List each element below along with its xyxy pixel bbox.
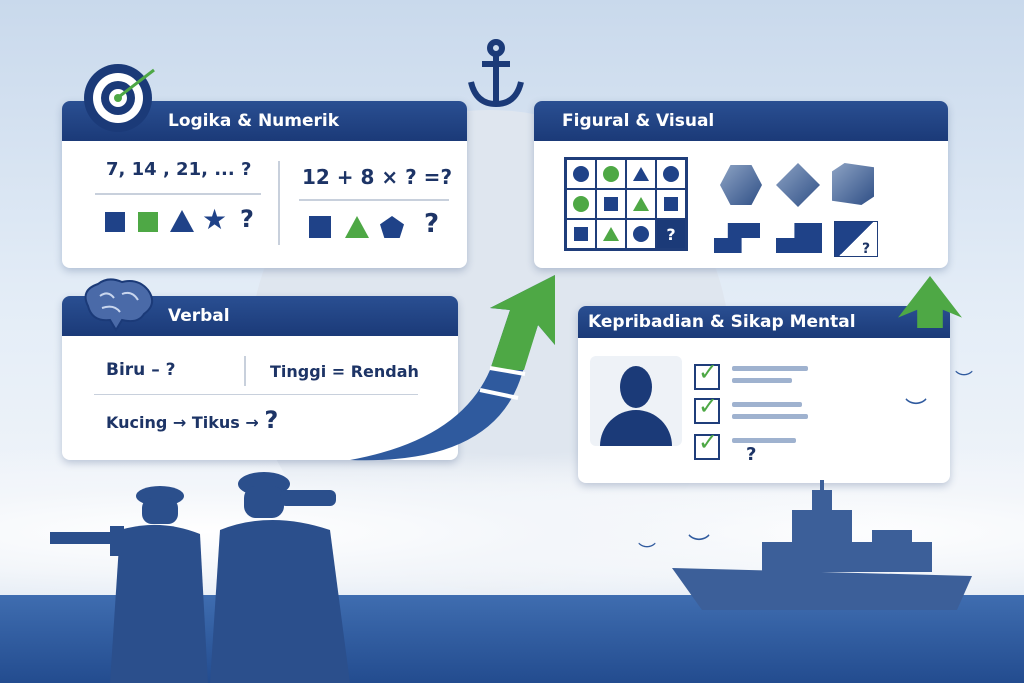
square-shape xyxy=(105,212,125,232)
bird-icon: ︶ xyxy=(688,534,711,559)
green-square-shape xyxy=(138,212,158,232)
progress-arrow xyxy=(350,275,555,461)
checkbox-checked: ✓ xyxy=(694,358,720,390)
card-figural-visual: Figural & Visual ? ? xyxy=(534,101,948,268)
grid-question-cell: ? xyxy=(656,219,686,249)
question-mark: ? xyxy=(424,209,440,239)
question-mark: ? xyxy=(746,444,757,465)
3d-shape xyxy=(776,163,820,207)
divider xyxy=(95,193,261,195)
bird-icon: ︶ xyxy=(638,542,656,563)
checkbox-checked: ✓ xyxy=(694,392,720,424)
triangle-shape xyxy=(170,210,194,232)
3d-shape xyxy=(832,163,874,205)
divider xyxy=(299,199,449,201)
bird-icon: ︶ xyxy=(905,398,928,423)
target-icon xyxy=(84,64,155,132)
verbal-question: Kucing → Tikus → ? xyxy=(106,406,279,434)
divider xyxy=(278,161,280,245)
soldiers-silhouette xyxy=(50,472,350,683)
person-avatar-icon xyxy=(590,356,682,446)
question-mark: ? xyxy=(862,241,871,257)
brain-icon xyxy=(84,278,154,332)
verbal-question: Tinggi = Rendah xyxy=(270,362,419,381)
bird-icon: ︶ xyxy=(955,370,973,391)
pattern-grid: ? xyxy=(564,157,688,251)
block-piece xyxy=(834,221,878,257)
warship-silhouette xyxy=(672,480,972,610)
card-title: Verbal xyxy=(168,306,230,326)
card-title: Logika & Numerik xyxy=(168,111,340,131)
divider xyxy=(94,394,418,395)
card-header: Figural & Visual xyxy=(534,101,948,141)
card-kepribadian: Kepribadian & Sikap Mental ✓ ✓ ✓ ? xyxy=(578,306,950,483)
card-verbal: Verbal Biru – ? Tinggi = Rendah Kucing →… xyxy=(62,296,458,460)
3d-shape xyxy=(720,165,762,205)
checkbox-checked: ✓ xyxy=(694,428,720,460)
equation: 12 + 8 × ? =? xyxy=(302,165,453,189)
number-sequence: 7, 14 , 21, ... ? xyxy=(106,159,252,180)
green-triangle-shape xyxy=(345,216,369,238)
square-shape xyxy=(309,216,331,238)
pentagon-shape xyxy=(380,216,404,238)
divider xyxy=(244,356,246,386)
star-shape: ★ xyxy=(202,203,228,236)
verbal-question: Biru – ? xyxy=(106,360,176,380)
block-piece xyxy=(714,223,760,253)
card-header: Kepribadian & Sikap Mental xyxy=(578,306,950,338)
question-mark: ? xyxy=(240,205,254,233)
anchor-icon xyxy=(468,39,524,108)
card-title: Figural & Visual xyxy=(562,111,715,131)
block-piece xyxy=(776,223,822,253)
card-title: Kepribadian & Sikap Mental xyxy=(588,312,856,332)
